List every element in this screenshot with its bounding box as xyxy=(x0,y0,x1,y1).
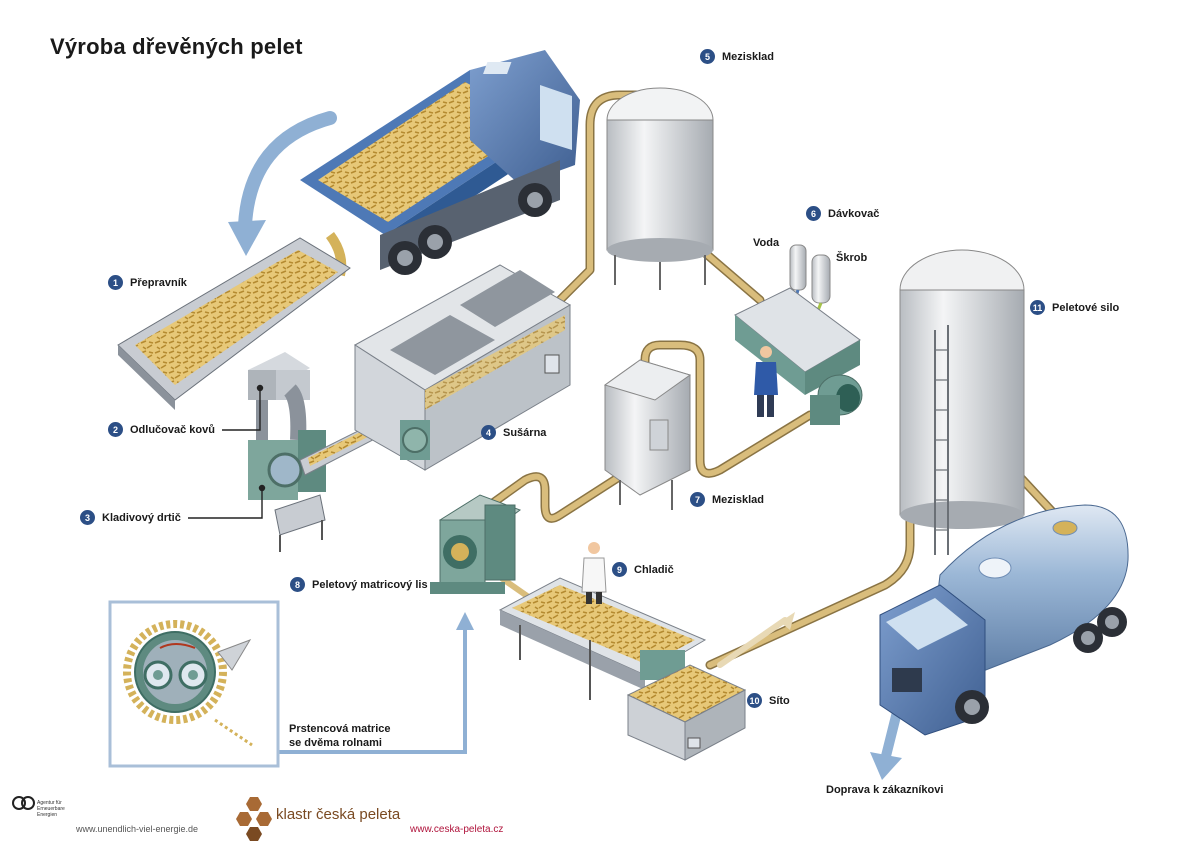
step-label-text: Mezisklad xyxy=(722,50,774,63)
step-label-text: Odlučovač kovů xyxy=(130,423,215,436)
step-11-label: 11 Peletové silo xyxy=(1030,300,1119,315)
step-3-label: 3 Kladivový drtič xyxy=(80,510,181,525)
water-label: Voda xyxy=(753,237,780,249)
dump-truck xyxy=(300,50,580,277)
step-label-text: Mezisklad xyxy=(712,493,764,506)
tanker-truck xyxy=(879,504,1129,736)
page-title: Výroba dřevěných pelet xyxy=(50,34,303,59)
cluster-url: www.ceska-peleta.cz xyxy=(410,824,504,835)
step-badge: 3 xyxy=(80,510,95,525)
cluster-logo-icon xyxy=(236,797,272,841)
step-7-label: 7 Mezisklad xyxy=(690,492,764,507)
sieve xyxy=(626,664,747,761)
step-badge: 7 xyxy=(690,492,705,507)
step-label-text: Peletové silo xyxy=(1052,301,1120,314)
step-label-text: Peletový matricový lis xyxy=(312,578,428,591)
step-label-text: Přepravník xyxy=(130,276,187,289)
step-9-label: 9 Chladič xyxy=(612,562,674,577)
delivery-label: Doprava k zákazníkovi xyxy=(826,784,944,796)
step-badge: 11 xyxy=(1030,300,1045,315)
step-badge: 8 xyxy=(290,577,305,592)
step-1-label: 1 Přepravník xyxy=(108,275,187,290)
step-badge: 6 xyxy=(806,206,821,221)
step-badge: 5 xyxy=(700,49,715,64)
step-5-label: 5 Mezisklad xyxy=(700,49,774,64)
step-10-label: 10 Síto xyxy=(747,693,790,708)
dryer xyxy=(299,264,571,476)
starch-label: Škrob xyxy=(836,252,868,264)
ring-die-inset xyxy=(108,600,280,768)
step-badge: 10 xyxy=(747,693,762,708)
cooler xyxy=(498,577,707,700)
step-badge: 1 xyxy=(108,275,123,290)
silo-7 xyxy=(603,359,692,510)
footer-logos xyxy=(12,796,272,841)
pointer-lines xyxy=(188,384,266,519)
step-badge: 4 xyxy=(481,425,496,440)
inset-note-line-2: se dvěma rolnami xyxy=(289,737,382,749)
step-label-text: Kladivový drtič xyxy=(102,511,181,524)
worker-white xyxy=(581,542,607,604)
step-2-label: 2 Odlučovač kovů xyxy=(108,422,215,437)
separator-and-mill xyxy=(248,352,326,552)
ladder-rungs xyxy=(935,349,948,531)
inset-note: Prstencová matrice se dvěma rolnami xyxy=(289,722,391,750)
pellet-silo xyxy=(899,249,1025,555)
silo-5 xyxy=(606,87,714,290)
step-label-text: Sušárna xyxy=(503,426,547,439)
step-6-label: 6 Dávkovač xyxy=(806,206,879,221)
agency-url: www.unendlich-viel-energie.de xyxy=(76,824,199,834)
cluster-brand: klastr česká peleta xyxy=(276,806,401,823)
pellet-press xyxy=(430,494,522,594)
step-label-text: Chladič xyxy=(634,563,674,576)
step-label-text: Síto xyxy=(769,694,790,707)
conveyor-1 xyxy=(117,237,351,410)
dosing-unit xyxy=(734,244,863,425)
step-label-text: Dávkovač xyxy=(828,207,880,220)
agency-name: Agentur für Erneuerbare Energien xyxy=(37,800,65,818)
step-4-label: 4 Sušárna xyxy=(481,425,546,440)
step-badge: 2 xyxy=(108,422,123,437)
inset-note-line-1: Prstencová matrice xyxy=(289,723,391,735)
agency-logo-icon xyxy=(12,796,35,810)
step-8-label: 8 Peletový matricový lis xyxy=(290,577,428,592)
step-badge: 9 xyxy=(612,562,627,577)
worker-blue xyxy=(754,346,778,417)
